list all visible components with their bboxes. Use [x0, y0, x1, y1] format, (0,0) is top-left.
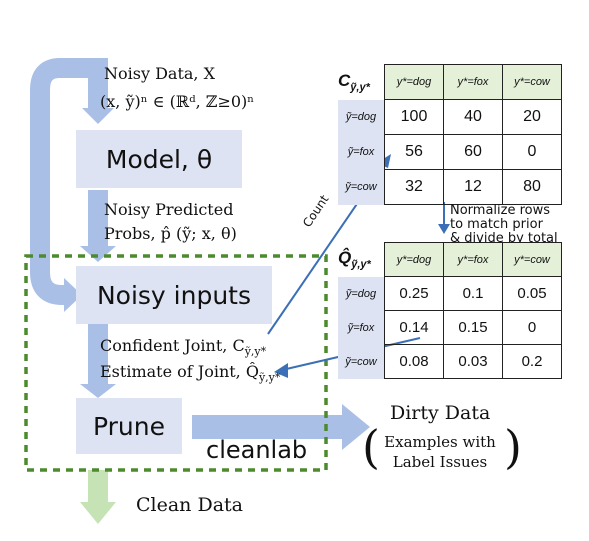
- noisy-probs-line1: Noisy Predicted: [104, 200, 234, 219]
- loop-arrow-head: [64, 278, 82, 312]
- matrix-c-row: ỹ=fox 56 60 0: [338, 134, 562, 170]
- matrix-c-row-header: ỹ=fox: [338, 134, 385, 170]
- noisy-data-label: Noisy Data, X: [104, 64, 215, 84]
- confident-joint-matrix: Cỹ,y* y*=dog y*=fox y*=cow ỹ=dog 100 40 …: [338, 64, 562, 205]
- inputs-down-shaft: [88, 324, 108, 386]
- normalize-note-line1: Normalize rows: [450, 203, 551, 218]
- matrix-c-col-header: y*=cow: [502, 64, 562, 100]
- noisy-data-math-text: (x, ỹ)ⁿ ∈ (ℝᵈ, ℤ≥0)ⁿ: [100, 92, 255, 111]
- prune-right-head: [342, 404, 370, 450]
- matrix-q-symbol: Q̂: [338, 248, 352, 268]
- normalize-note: Normalize rows to match prior & divide b…: [450, 204, 558, 246]
- matrix-c-row: ỹ=cow 32 12 80: [338, 169, 562, 205]
- estimate-joint-sub: ỹ,y*: [258, 371, 281, 385]
- matrix-c-corner: Cỹ,y*: [338, 64, 385, 100]
- estimate-joint-label: Estimate of Joint, Q̂ỹ,y*: [100, 362, 280, 388]
- matrix-c-cell: 56: [384, 134, 444, 170]
- cleanlab-label: cleanlab: [206, 436, 308, 464]
- matrix-q-cell: 0.03: [443, 344, 503, 379]
- dirty-data-line1: Examples with: [384, 433, 496, 451]
- noisy-data-math: (x, ỹ)ⁿ ∈ (ℝᵈ, ℤ≥0)ⁿ: [100, 92, 254, 112]
- matrix-q-cell: 0.14: [384, 310, 444, 345]
- matrix-q-sub: ỹ,y*: [351, 258, 371, 271]
- noisy-inputs-box: Noisy inputs: [76, 266, 272, 324]
- matrix-q-row: ỹ=cow 0.08 0.03 0.2: [338, 344, 562, 379]
- cleanlab-region: [24, 254, 328, 472]
- matrix-c-cell: 0: [502, 134, 562, 170]
- matrix-q-cell: 0: [502, 310, 562, 345]
- top-arrow: [60, 58, 108, 110]
- noisy-inputs-label: Noisy inputs: [96, 280, 252, 310]
- dirty-data-close-paren: ): [504, 420, 522, 474]
- matrix-c-row: ỹ=dog 100 40 20: [338, 99, 562, 135]
- prune-box-label: Prune: [93, 411, 165, 441]
- matrix-c-cell: 12: [443, 169, 503, 205]
- matrix-q-row-header: ỹ=dog: [338, 276, 385, 311]
- matrix-c-cell: 20: [502, 99, 562, 135]
- matrix-q-cell: 0.25: [384, 276, 444, 311]
- top-arrow-head: [82, 108, 114, 124]
- estimate-joint-text: Estimate of Joint, Q̂: [100, 362, 259, 381]
- matrix-c-row-header: ỹ=dog: [338, 99, 385, 135]
- dirty-data-title: Dirty Data: [390, 402, 491, 424]
- matrix-c-row-header: ỹ=cow: [338, 169, 385, 205]
- confident-joint-label: Confident Joint, Cỹ,y*: [100, 336, 266, 362]
- confident-joint-sub: ỹ,y*: [244, 345, 267, 359]
- noisy-probs-line2: Probs, p̂ (ỹ; x, θ): [104, 224, 237, 243]
- noisy-data-text: Noisy Data, X: [104, 64, 215, 83]
- model-down-shaft: [88, 190, 108, 248]
- matrix-q-cell: 0.2: [502, 344, 562, 379]
- estimate-joint-matrix: Q̂ỹ,y* y*=dog y*=fox y*=cow ỹ=dog 0.25 0…: [338, 242, 562, 379]
- matrix-c-cell: 40: [443, 99, 503, 135]
- matrix-q-row-header: ỹ=cow: [338, 344, 385, 379]
- loop-arrow: [30, 58, 88, 305]
- matrix-q-corner: Q̂ỹ,y*: [338, 242, 385, 277]
- prune-box: Prune: [76, 398, 182, 454]
- matrix-q-row-header: ỹ=fox: [338, 310, 385, 345]
- matrix-c-col-header: y*=fox: [443, 64, 503, 100]
- clean-data-label: Clean Data: [136, 494, 243, 516]
- matrix-q-cell: 0.05: [502, 276, 562, 311]
- matrix-c-cell: 32: [384, 169, 444, 205]
- prune-right-shaft: [192, 415, 344, 439]
- inputs-down-head: [80, 384, 116, 398]
- matrix-q-cell: 0.08: [384, 344, 444, 379]
- matrix-c-symbol: C: [338, 70, 351, 90]
- clean-down-shaft: [88, 470, 108, 504]
- dirty-data-desc: Examples with Label Issues: [382, 432, 498, 472]
- normalize-note-line2: to match prior: [450, 217, 543, 232]
- matrix-q-cell: 0.1: [443, 276, 503, 311]
- matrix-c-col-header: y*=dog: [384, 64, 444, 100]
- matrix-c-cell: 80: [502, 169, 562, 205]
- dirty-data-line2: Label Issues: [392, 453, 488, 471]
- estimate-line-head: [274, 363, 288, 378]
- matrix-q-row: ỹ=dog 0.25 0.1 0.05: [338, 276, 562, 311]
- matrix-q-col-header: y*=fox: [443, 242, 503, 277]
- matrix-c-cell: 100: [384, 99, 444, 135]
- matrix-c-sub: ỹ,y*: [350, 81, 370, 94]
- dirty-data-open-paren: (: [362, 420, 380, 474]
- normalize-line-head: [438, 224, 450, 234]
- model-box-label: Model, θ: [105, 144, 213, 174]
- clean-down-head: [80, 502, 116, 524]
- matrix-q-cell: 0.15: [443, 310, 503, 345]
- matrix-c-cell: 60: [443, 134, 503, 170]
- matrix-q-col-header: y*=cow: [502, 242, 562, 277]
- model-box: Model, θ: [76, 130, 242, 188]
- matrix-q-col-header: y*=dog: [384, 242, 444, 277]
- matrix-q-row: ỹ=fox 0.14 0.15 0: [338, 310, 562, 345]
- model-down-head: [80, 246, 116, 262]
- confident-joint-text: Confident Joint, C: [100, 336, 245, 355]
